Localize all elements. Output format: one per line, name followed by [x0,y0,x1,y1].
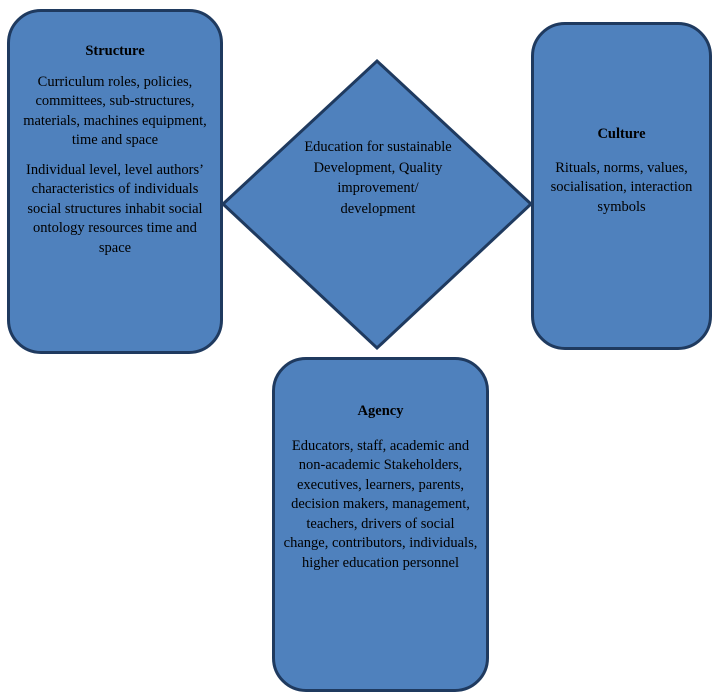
structure-title: Structure [85,43,145,59]
culture-title: Culture [597,126,646,142]
agency-text: Educators, staff, academic and non-acade… [283,437,478,571]
culture-box: Culture Rituals, norms, values, socialis… [531,22,712,350]
agency-box: Agency Educators, staff, academic and no… [272,357,489,692]
center-diamond [220,58,534,351]
structure-text-2: Individual level, level authors’ charact… [26,161,204,256]
structure-box: Structure Curriculum roles, policies, co… [7,9,223,354]
center-label: Education for sustainable Development, Q… [304,139,452,217]
structure-text-1: Curriculum roles, policies, committees, … [23,73,207,149]
culture-text: Rituals, norms, values, socialisation, i… [550,159,693,215]
agency-title: Agency [357,403,404,419]
